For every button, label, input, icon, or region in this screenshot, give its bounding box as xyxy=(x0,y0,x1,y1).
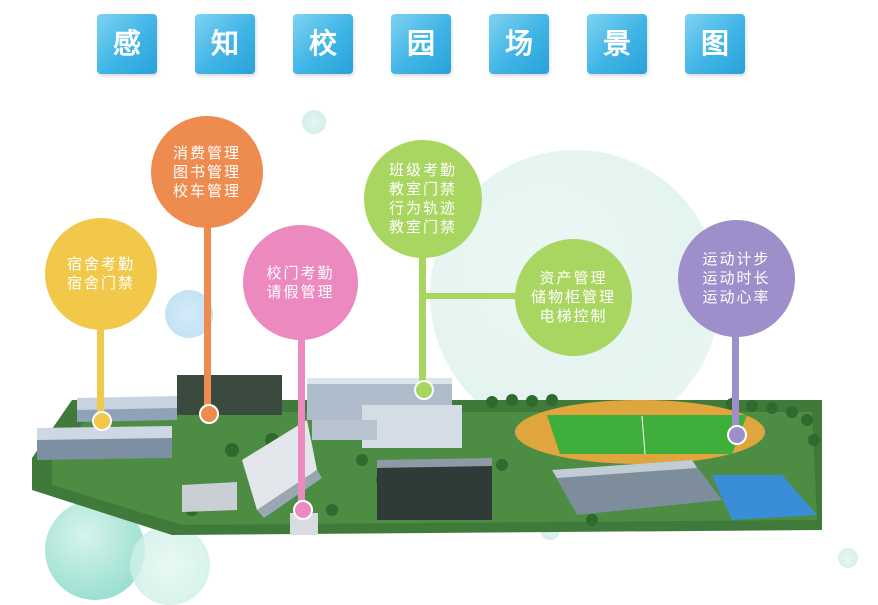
bubble-gate-line: 校门考勤 xyxy=(266,263,335,282)
connector-dormitory xyxy=(97,320,104,420)
bubble-assets-line: 储物柜管理 xyxy=(530,288,616,306)
decor-circle-small-top xyxy=(302,110,326,134)
marker-consumption xyxy=(199,404,219,424)
bubble-consumption-line: 消费管理 xyxy=(172,143,241,162)
connector-sports xyxy=(732,330,739,430)
connector-assets-h xyxy=(419,293,524,299)
bubble-sports-line: 运动时长 xyxy=(702,269,771,287)
bubble-gate-line: 请假管理 xyxy=(266,282,335,301)
bubble-dormitory: 宿舍考勤 宿舍门禁 xyxy=(45,218,157,330)
bubble-gate: 校门考勤 请假管理 xyxy=(243,225,358,340)
bubble-sports: 运动计步 运动时长 运动心率 xyxy=(678,220,795,337)
bubble-consumption: 消费管理 图书管理 校车管理 xyxy=(151,116,263,228)
campus-aerial-illustration xyxy=(32,375,822,535)
marker-gate xyxy=(293,500,313,520)
bubble-dormitory-line: 宿舍考勤 xyxy=(66,255,135,273)
bubble-assets-line: 电梯控制 xyxy=(539,307,608,325)
decor-circle-corner xyxy=(838,548,858,568)
connector-classroom xyxy=(419,250,426,385)
title-char-3: 校 xyxy=(293,14,353,74)
title-char-5: 场 xyxy=(489,14,549,74)
bubble-assets: 资产管理 储物柜管理 电梯控制 xyxy=(515,239,632,356)
title-char-4: 园 xyxy=(391,14,451,74)
title-char-1: 感 xyxy=(97,14,157,74)
bubble-assets-line: 资产管理 xyxy=(539,269,608,287)
bubble-classroom-line: 行为轨迹 xyxy=(388,199,457,217)
connector-gate xyxy=(298,335,305,505)
bubble-consumption-line: 图书管理 xyxy=(172,162,241,181)
bubble-sports-line: 运动计步 xyxy=(702,250,771,268)
marker-dormitory xyxy=(92,411,112,431)
title-char-6: 景 xyxy=(587,14,647,74)
bubble-classroom-line: 班级考勤 xyxy=(388,161,457,179)
title-char-2: 知 xyxy=(195,14,255,74)
bubble-classroom-line: 教室门禁 xyxy=(388,218,457,236)
bubble-classroom-line: 教室门禁 xyxy=(388,180,457,198)
title-char-7: 图 xyxy=(685,14,745,74)
bubble-classroom: 班级考勤 教室门禁 行为轨迹 教室门禁 xyxy=(364,140,482,258)
bubble-sports-line: 运动心率 xyxy=(702,288,771,306)
marker-sports xyxy=(727,425,747,445)
bubble-consumption-line: 校车管理 xyxy=(172,181,241,200)
page-title: 感 知 校 园 场 景 图 xyxy=(97,14,747,74)
marker-classroom xyxy=(414,380,434,400)
connector-consumption xyxy=(204,220,211,412)
bubble-dormitory-line: 宿舍门禁 xyxy=(66,274,135,292)
